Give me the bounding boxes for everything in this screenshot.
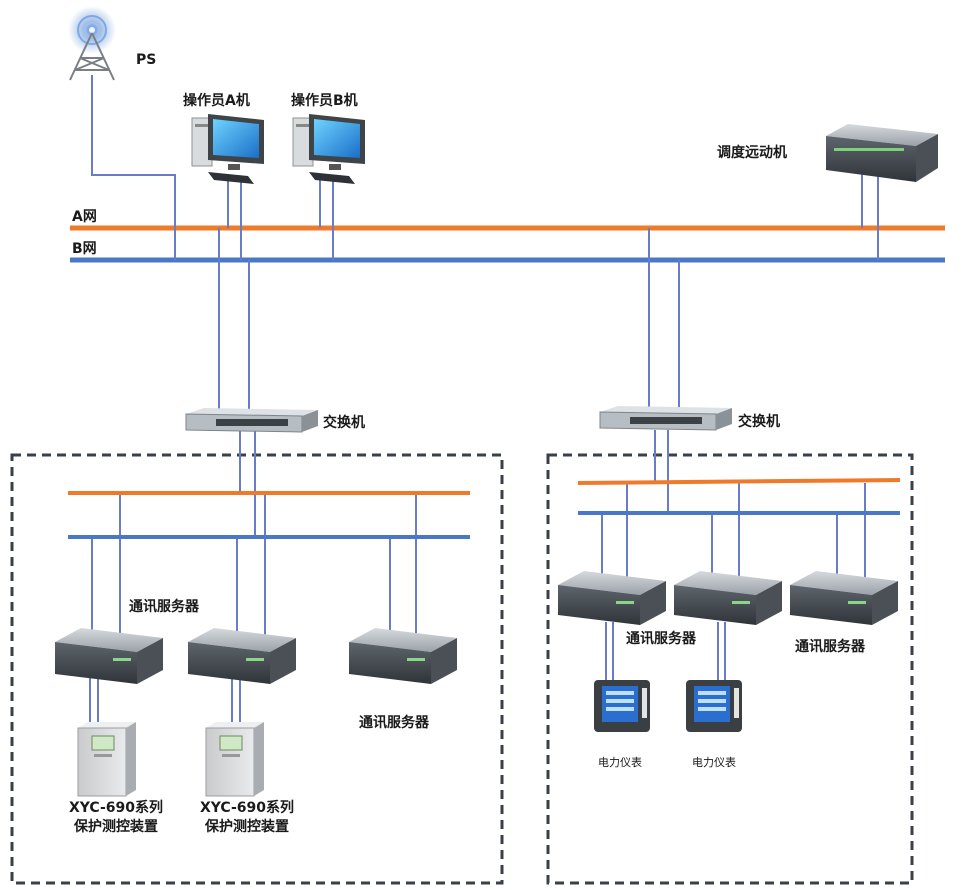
dispatch-server-icon (826, 124, 938, 182)
meter-1-label: 电力仪表 (598, 756, 642, 769)
protection-device-1-icon (77, 722, 136, 797)
operator-b-label: 操作员B机 (291, 93, 358, 109)
operator-a-label: 操作员A机 (183, 93, 250, 109)
device-1-label: XYC-690系列 保护测控装置 (54, 799, 178, 837)
ps-label: PS (136, 52, 157, 68)
comm-server-right-label-1: 通讯服务器 (626, 631, 696, 647)
operator-b-computer-icon (292, 114, 365, 184)
left-switch-icon (185, 408, 318, 433)
comm-server-right-label-2: 通讯服务器 (795, 639, 865, 655)
device-2-label-line1: XYC-690系列 (199, 800, 295, 816)
operator-a-computer-icon (191, 114, 264, 184)
right-switch-icon (599, 406, 732, 431)
comm-server-left-label-2: 通讯服务器 (359, 715, 429, 731)
device-1-label-line2: 保护测控装置 (74, 819, 158, 835)
net-b-label: B网 (72, 241, 97, 257)
meter-2-label: 电力仪表 (692, 756, 736, 769)
protection-device-2-icon (205, 722, 264, 797)
switch-right-label: 交换机 (738, 414, 780, 430)
comm-server-right-3-icon (790, 571, 898, 625)
device-2-label-line2: 保护测控装置 (205, 819, 289, 835)
device-1-label-line1: XYC-690系列 (68, 800, 164, 816)
device-2-label: XYC-690系列 保护测控装置 (185, 799, 309, 837)
comm-server-left-3-icon (349, 628, 457, 684)
comm-server-left-1-icon (55, 628, 163, 684)
comm-server-right-1-icon (558, 571, 666, 625)
right-zone-bus-a (577, 478, 901, 485)
comm-server-left-label-1: 通讯服务器 (129, 599, 199, 615)
dispatch-label: 调度远动机 (717, 145, 787, 161)
power-meter-1-icon (594, 680, 650, 732)
right-zone-border (546, 453, 914, 885)
gps-tower-icon (68, 6, 116, 81)
left-zone-border (10, 453, 504, 885)
net-a-label: A网 (72, 209, 97, 225)
comm-server-left-2-icon (188, 628, 296, 684)
power-meter-2-icon (686, 680, 742, 732)
comm-server-right-2-icon (674, 571, 782, 625)
connection-wires (89, 75, 879, 728)
switch-left-label: 交换机 (323, 415, 365, 431)
